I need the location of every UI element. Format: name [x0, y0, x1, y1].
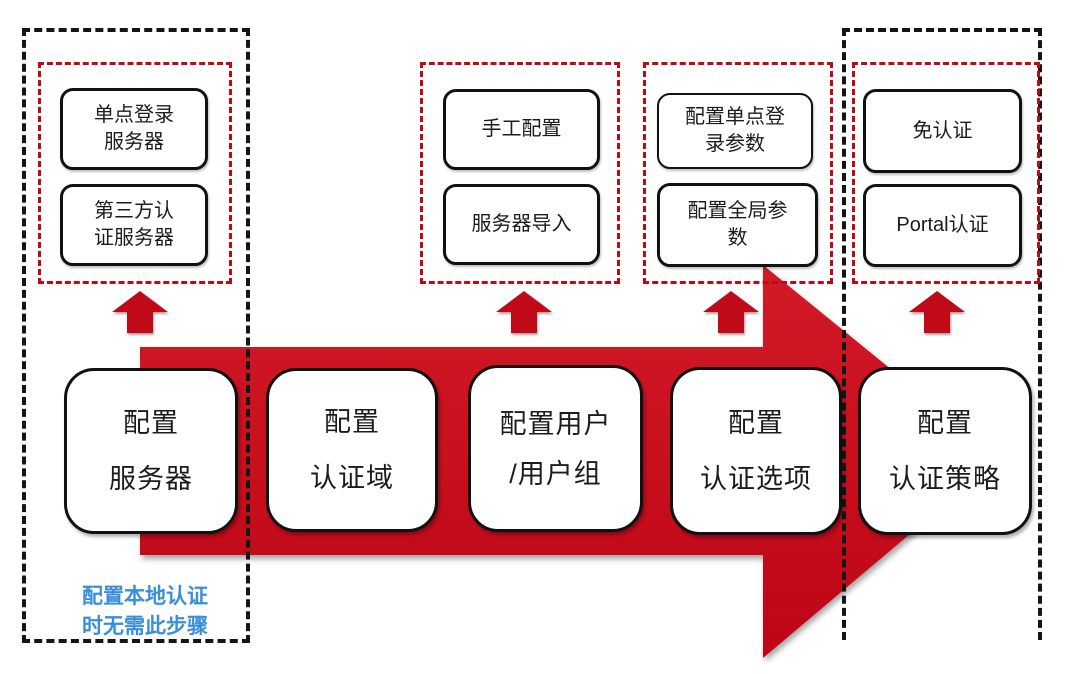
detail-box-manual-config: 手工配置 — [443, 89, 600, 170]
detail-box-no-auth: 免认证 — [863, 89, 1022, 173]
detail-group-frame-3 — [643, 62, 833, 284]
up-arrow-icon — [112, 291, 168, 333]
up-arrow-icon — [703, 291, 759, 333]
detail-box-server-import: 服务器导入 — [443, 184, 600, 265]
stage-box-configure-users: 配置用户 /用户组 — [468, 365, 643, 532]
stage-box-configure-auth-policy: 配置 认证策略 — [858, 367, 1032, 535]
detail-group-frame-4 — [852, 62, 1040, 284]
up-arrow-icon — [496, 291, 552, 333]
detail-box-thirdparty-server: 第三方认 证服务器 — [60, 184, 208, 266]
detail-box-sso-server: 单点登录 服务器 — [60, 88, 208, 170]
detail-group-frame-2 — [420, 62, 620, 284]
scope-frame-left — [22, 28, 250, 643]
detail-box-sso-params: 配置单点登 录参数 — [657, 93, 813, 169]
detail-group-frame-1 — [38, 62, 232, 284]
stage-box-configure-server: 配置 服务器 — [64, 368, 238, 534]
note-text: 配置本地认证 时无需此步骤 — [82, 585, 208, 638]
scope-frame-right — [842, 28, 1042, 640]
stage-box-configure-auth-options: 配置 认证选项 — [670, 367, 842, 535]
stage-box-configure-auth-domain: 配置 认证域 — [266, 368, 438, 532]
detail-box-portal-auth: Portal认证 — [863, 184, 1022, 267]
up-arrow-icon — [909, 291, 965, 333]
detail-box-global-params: 配置全局参 数 — [657, 183, 818, 267]
